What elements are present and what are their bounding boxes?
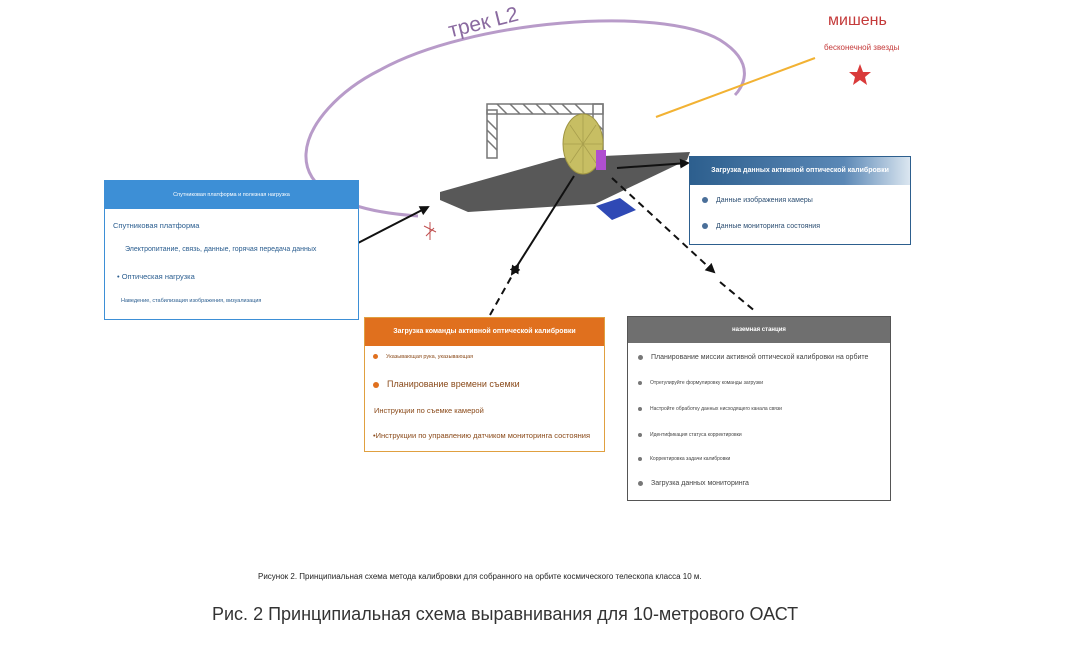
bullet-icon (638, 406, 642, 411)
bullet-icon (702, 197, 708, 204)
ground-station-item: Отрегулируйте формулировку команды загру… (638, 380, 763, 386)
arrow-mirror-to-calib-data (616, 158, 690, 169)
bullet-icon (638, 380, 642, 385)
item-text: Данные мониторинга состояния (716, 223, 820, 230)
item-text: Загрузка данных мониторинга (651, 480, 749, 487)
target-subtitle: бесконечной звезды (824, 43, 900, 52)
ground-station-item: Загрузка данных мониторинга (638, 480, 749, 487)
bullet-icon (373, 381, 379, 388)
ground-station-item: Идентификация статуса корректировки (638, 432, 742, 438)
telescope-platform (440, 152, 690, 212)
item-text: Отрегулируйте формулировку команды загру… (650, 380, 764, 386)
target-beam-line (655, 57, 816, 118)
calibration-data-header: Загрузка данных активной оптической кали… (690, 157, 910, 185)
item-text: Настройте обработку данных нисходящего к… (650, 406, 782, 412)
bullet-icon (702, 223, 708, 230)
ground-station-header: наземная станция (628, 317, 890, 343)
calibration-data-box: Загрузка данных активной оптической кали… (689, 156, 911, 245)
calibration-data-item: Данные изображения камеры (702, 197, 813, 204)
satellite-payload-box: Спутниковая платформа и полезная нагрузк… (104, 180, 359, 320)
primary-mirror (562, 113, 606, 175)
solar-panel (596, 198, 636, 220)
arrow-platform-down-solid (510, 175, 575, 276)
item-text: Планирование времени съемки (387, 379, 520, 389)
satellite-box-line: Электропитание, связь, данные, горячая п… (125, 246, 317, 253)
target-title: мишень (828, 12, 887, 29)
command-upload-item: Планирование времени съемки (373, 379, 520, 389)
item-text: Планирование миссии активной оптической … (651, 354, 869, 361)
bullet-icon (638, 456, 642, 461)
item-text: Идентификация статуса корректировки (650, 432, 742, 438)
item-text: Указывающая рука, указывающая (386, 354, 474, 360)
satellite-box-line: • Оптическая нагрузка (117, 272, 195, 281)
satellite-box-header: Спутниковая платформа и полезная нагрузк… (105, 181, 358, 209)
arrow-satellite-to-platform (357, 206, 430, 244)
item-text: Корректировка задачи калибровки (650, 456, 731, 462)
bullet-icon (373, 354, 378, 360)
bullet-icon (638, 432, 642, 437)
ground-station-item: Планирование миссии активной оптической … (638, 354, 868, 361)
calibration-data-item: Данные мониторинга состояния (702, 223, 820, 230)
command-upload-box: Загрузка команды активной оптической кал… (364, 317, 605, 452)
arrow-command-up-dashed (489, 263, 519, 316)
ground-station-item: Корректировка задачи калибровки (638, 456, 730, 462)
bullet-icon (638, 354, 643, 360)
ground-station-item: Настройте обработку данных нисходящего к… (638, 406, 782, 412)
command-upload-header: Загрузка команды активной оптической кал… (365, 318, 604, 346)
small-satellite-icon (423, 222, 437, 240)
satellite-box-line: Наведение, стабилизация изображения, виз… (121, 298, 262, 304)
target-star-icon (849, 64, 871, 85)
command-upload-item: Инструкции по съемке камерой (374, 406, 484, 415)
command-upload-item: Указывающая рука, указывающая (373, 354, 473, 360)
l2-orbit-track (304, 19, 746, 218)
item-text: Данные изображения камеры (716, 197, 813, 204)
ground-station-box: наземная станция Планирование миссии акт… (627, 316, 891, 501)
arrow-ground-dashed-continuation (719, 281, 757, 313)
satellite-box-line: Спутниковая платформа (113, 221, 200, 230)
figure-caption-large: Рис. 2 Принципиальная схема выравнивания… (212, 604, 799, 624)
figure-caption-small: Рисунок 2. Принципиальная схема метода к… (258, 572, 702, 581)
bullet-icon (638, 480, 643, 486)
command-upload-item: •Инструкции по управлению датчиком монит… (373, 431, 591, 440)
